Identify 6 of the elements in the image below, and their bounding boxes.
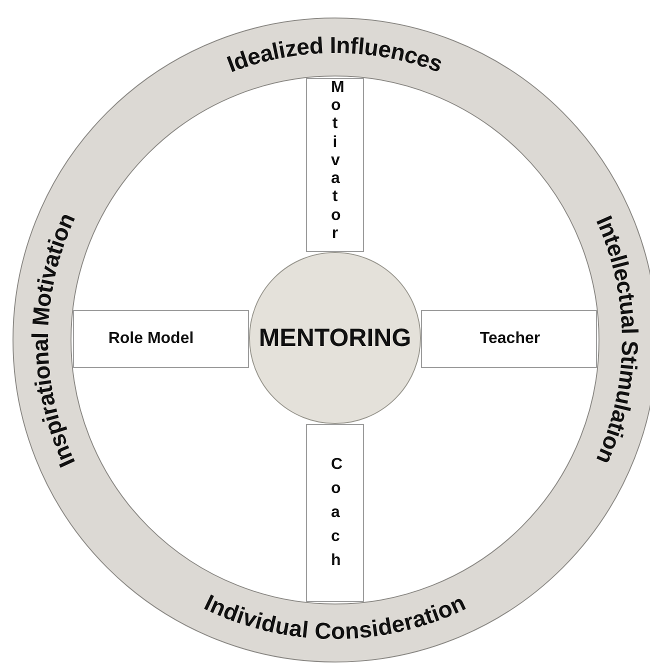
spoke-label: Teacher	[480, 330, 540, 348]
center-title: MENTORING	[258, 324, 412, 352]
spoke-label: Motivator	[330, 79, 354, 244]
spoke-label: Coach	[330, 455, 354, 571]
ring-label: Idealized Influences	[224, 32, 446, 78]
spoke-label: Role Model	[108, 330, 194, 348]
